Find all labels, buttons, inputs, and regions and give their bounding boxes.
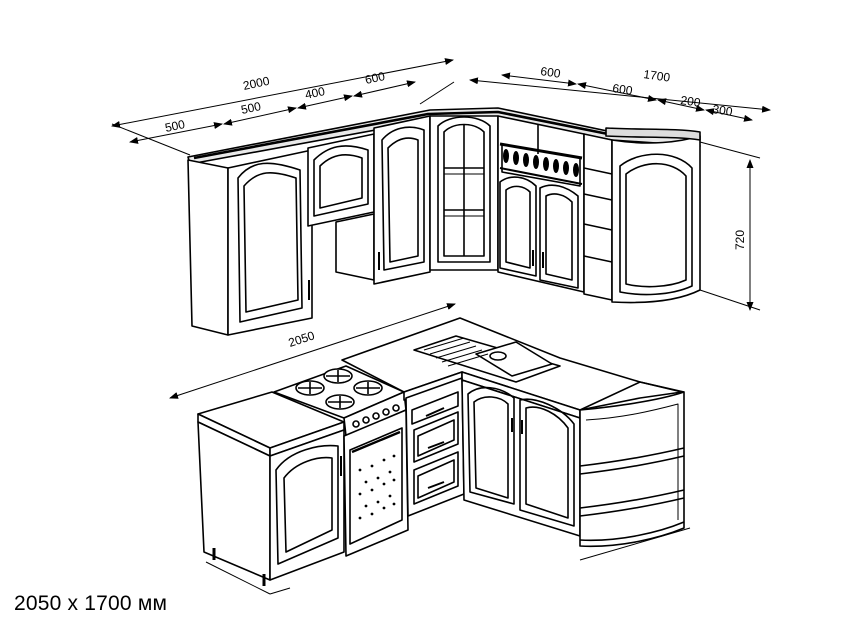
upper-cabinets (187, 107, 701, 336)
dim-2050: 2050 (287, 328, 317, 350)
dim-500-a: 500 (164, 117, 187, 135)
dim-600-right-b: 600 (612, 81, 634, 98)
dim-1700: 1700 (643, 67, 672, 85)
dim-720: 720 (733, 230, 747, 250)
floor-lines (205, 527, 691, 595)
dim-2000: 2000 (242, 74, 271, 93)
dimension-labels: 2000 500 500 400 600 1700 600 600 200 30… (164, 64, 747, 350)
dim-400: 400 (304, 84, 327, 102)
dim-600-right-a: 600 (540, 64, 562, 81)
kitchen-size-caption: 2050 x 1700 мм (14, 592, 168, 615)
dim-600-left: 600 (364, 69, 387, 87)
dim-500-b: 500 (240, 99, 263, 117)
upper-dimension-lines (111, 58, 771, 399)
lower-cabinets (197, 317, 685, 586)
dim-200: 200 (680, 93, 702, 110)
dim-300: 300 (712, 102, 734, 119)
